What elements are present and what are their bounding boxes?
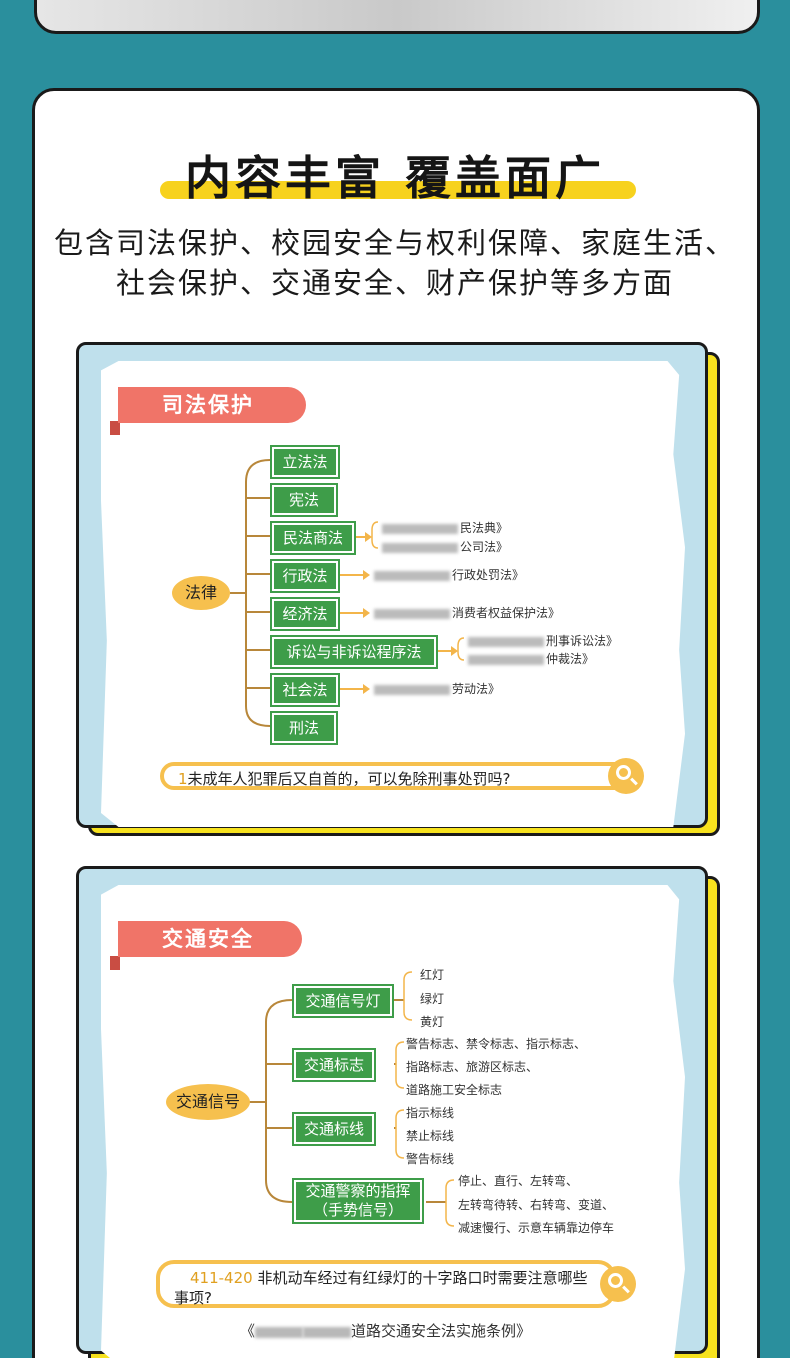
ribbon-tail [110, 956, 120, 970]
node-police-commands: 交通警察的指挥 （手势信号） [292, 1178, 424, 1224]
note: 停止、直行、左转弯、 [458, 1174, 579, 1188]
node-economic-law: 经济法 [270, 597, 340, 631]
subtitle-line-2: 社会保护、交通安全、财产保护等多方面 [115, 266, 674, 300]
section-title-legal: 司法保护 [118, 387, 306, 423]
redacted-mark [374, 684, 450, 695]
note: 公司法》 [382, 538, 508, 555]
question-bar-legal: 1未成年人犯罪后又自首的，可以免除刑事处罚吗? [160, 762, 636, 790]
node-legislation-law: 立法法 [270, 445, 340, 479]
redacted-mark [468, 654, 544, 665]
note: 警告标志、禁令标志、指示标志、 [406, 1037, 587, 1051]
note: 绿灯 [420, 992, 445, 1006]
node-traffic-signs: 交通标志 [292, 1048, 376, 1082]
note: 禁止标线 [406, 1129, 455, 1143]
root-node-traffic-signal: 交通信号 [166, 1084, 250, 1120]
headline: 内容丰富 覆盖面广 [184, 151, 605, 205]
root-node-law: 法律 [172, 576, 230, 610]
arrow [340, 570, 370, 580]
node-traffic-lights: 交通信号灯 [292, 984, 394, 1018]
note: 左转弯待转、右转弯、变道、 [458, 1198, 615, 1212]
question-line-2: 事项? [174, 1289, 212, 1307]
headline-highlight [160, 181, 636, 199]
node-road-markings: 交通标线 [292, 1112, 376, 1146]
top-frame [34, 0, 760, 34]
redacted-mark [374, 608, 450, 619]
section-title-traffic: 交通安全 [118, 921, 302, 957]
node-civil-commercial-law: 民法商法 [270, 521, 356, 555]
redacted-mark [382, 542, 458, 553]
node-social-law: 社会法 [270, 673, 340, 707]
redacted-mark [255, 1326, 304, 1338]
question-bar-traffic: 411-420 非机动车经过有红绿灯的十字路口时需要注意哪些 事项? [156, 1260, 616, 1308]
note: 仲裁法》 [468, 650, 594, 667]
note: 警告标线 [406, 1152, 455, 1166]
note: 道路施工安全标志 [406, 1083, 503, 1097]
node-criminal-law: 刑法 [270, 711, 338, 745]
note: 劳动法》 [374, 680, 500, 697]
note: 民法典》 [382, 519, 508, 536]
ribbon-tail [110, 421, 120, 435]
redacted-mark [382, 523, 458, 534]
arrow [340, 684, 370, 694]
note: 减速慢行、示意车辆靠边停车 [458, 1221, 615, 1235]
footer-note: 《道路交通安全法实施条例》 [240, 1323, 532, 1340]
node-label-sub: （手势信号） [312, 1201, 403, 1219]
arrow [438, 646, 458, 656]
node-administrative-law: 行政法 [270, 559, 340, 593]
panel-legal [76, 342, 708, 828]
search-icon [608, 758, 644, 794]
arrow [340, 608, 370, 618]
note: 消费者权益保护法》 [374, 604, 560, 621]
note: 行政处罚法》 [374, 566, 524, 583]
subtitle-line-1: 包含司法保护、校园安全与权利保障、家庭生活、 [53, 226, 736, 260]
note: 黄灯 [420, 1015, 445, 1029]
redacted-mark [374, 570, 450, 581]
note: 红灯 [420, 968, 445, 982]
note: 指路标志、旅游区标志、 [406, 1060, 539, 1074]
node-constitution: 宪法 [270, 483, 338, 517]
node-procedural-law: 诉讼与非诉讼程序法 [270, 635, 438, 669]
redacted-mark [468, 636, 544, 647]
note: 指示标线 [406, 1106, 455, 1120]
note: 刑事诉讼法》 [468, 632, 618, 649]
search-icon [600, 1266, 636, 1302]
arrow [356, 532, 372, 542]
redacted-mark [303, 1326, 352, 1338]
node-label: 交通警察的指挥 [305, 1182, 411, 1200]
question-line-1: 411-420 非机动车经过有红绿灯的十字路口时需要注意哪些 [190, 1269, 588, 1287]
